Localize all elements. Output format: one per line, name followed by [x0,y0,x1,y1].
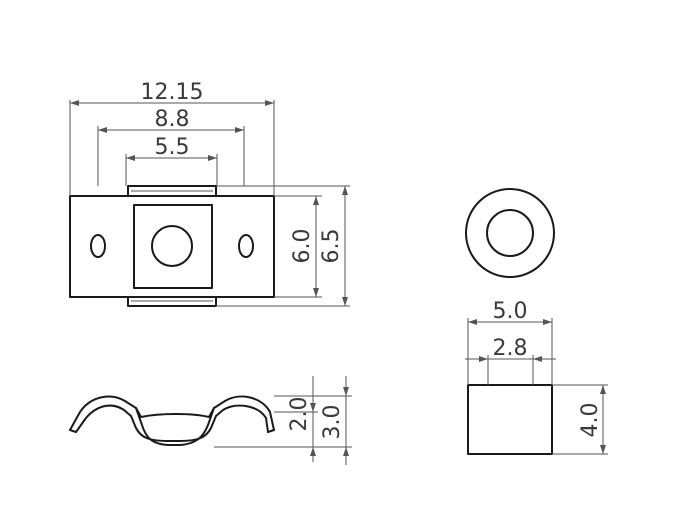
clip-profile-right-end [267,429,275,433]
dim-clip-inner-height: 6.0 [274,195,322,298]
clip-profile-outer [69,395,275,446]
dim-clip-overall-length: 12.15 [69,80,275,196]
dim-text-spacer-inner-diameter: 2.8 [493,336,528,361]
dim-spacer-inner-diameter: 2.8 [465,336,556,385]
dim-spacer-outer-diameter: 5.0 [467,299,553,385]
dim-text-spacer-outer-diameter: 5.0 [493,299,528,324]
clip-left-slot [90,234,106,258]
dim-profile-inner-height: 2.0 [214,376,318,462]
clip-right-slot [238,234,254,258]
clip-profile-left-end [69,429,77,433]
dim-text-clip-overall-height: 6.5 [319,229,344,264]
dim-text-spacer-height: 4.0 [578,403,603,438]
spacer-top-view [465,188,555,278]
dim-text-profile-inner-height: 2.0 [287,397,312,432]
dim-spacer-height: 4.0 [552,384,608,455]
dim-profile-overall-height: 3.0 [274,376,352,465]
dim-text-clip-overall-length: 12.15 [141,80,204,105]
dim-text-clip-inner-height: 6.0 [290,229,315,264]
dim-clip-overall-height: 6.5 [216,185,350,307]
dim-text-profile-overall-height: 3.0 [320,405,345,440]
clip-center-hole [151,225,193,267]
spacer-side-view [467,384,553,455]
dim-text-clip-center-block: 5.5 [155,135,190,160]
clip-top-view [69,185,275,307]
clip-center-block [133,204,213,289]
clip-side-profile [69,395,275,446]
spacer-outer-circle [465,188,555,278]
dim-clip-center-block: 5.5 [125,135,218,186]
spacer-body [467,384,553,455]
spacer-inner-circle [486,209,534,257]
dim-clip-tab-span: 8.8 [97,107,245,186]
dim-text-clip-tab-span: 8.8 [155,107,190,132]
clip-profile-bridge [135,407,215,418]
clip-profile-inner [75,404,269,442]
